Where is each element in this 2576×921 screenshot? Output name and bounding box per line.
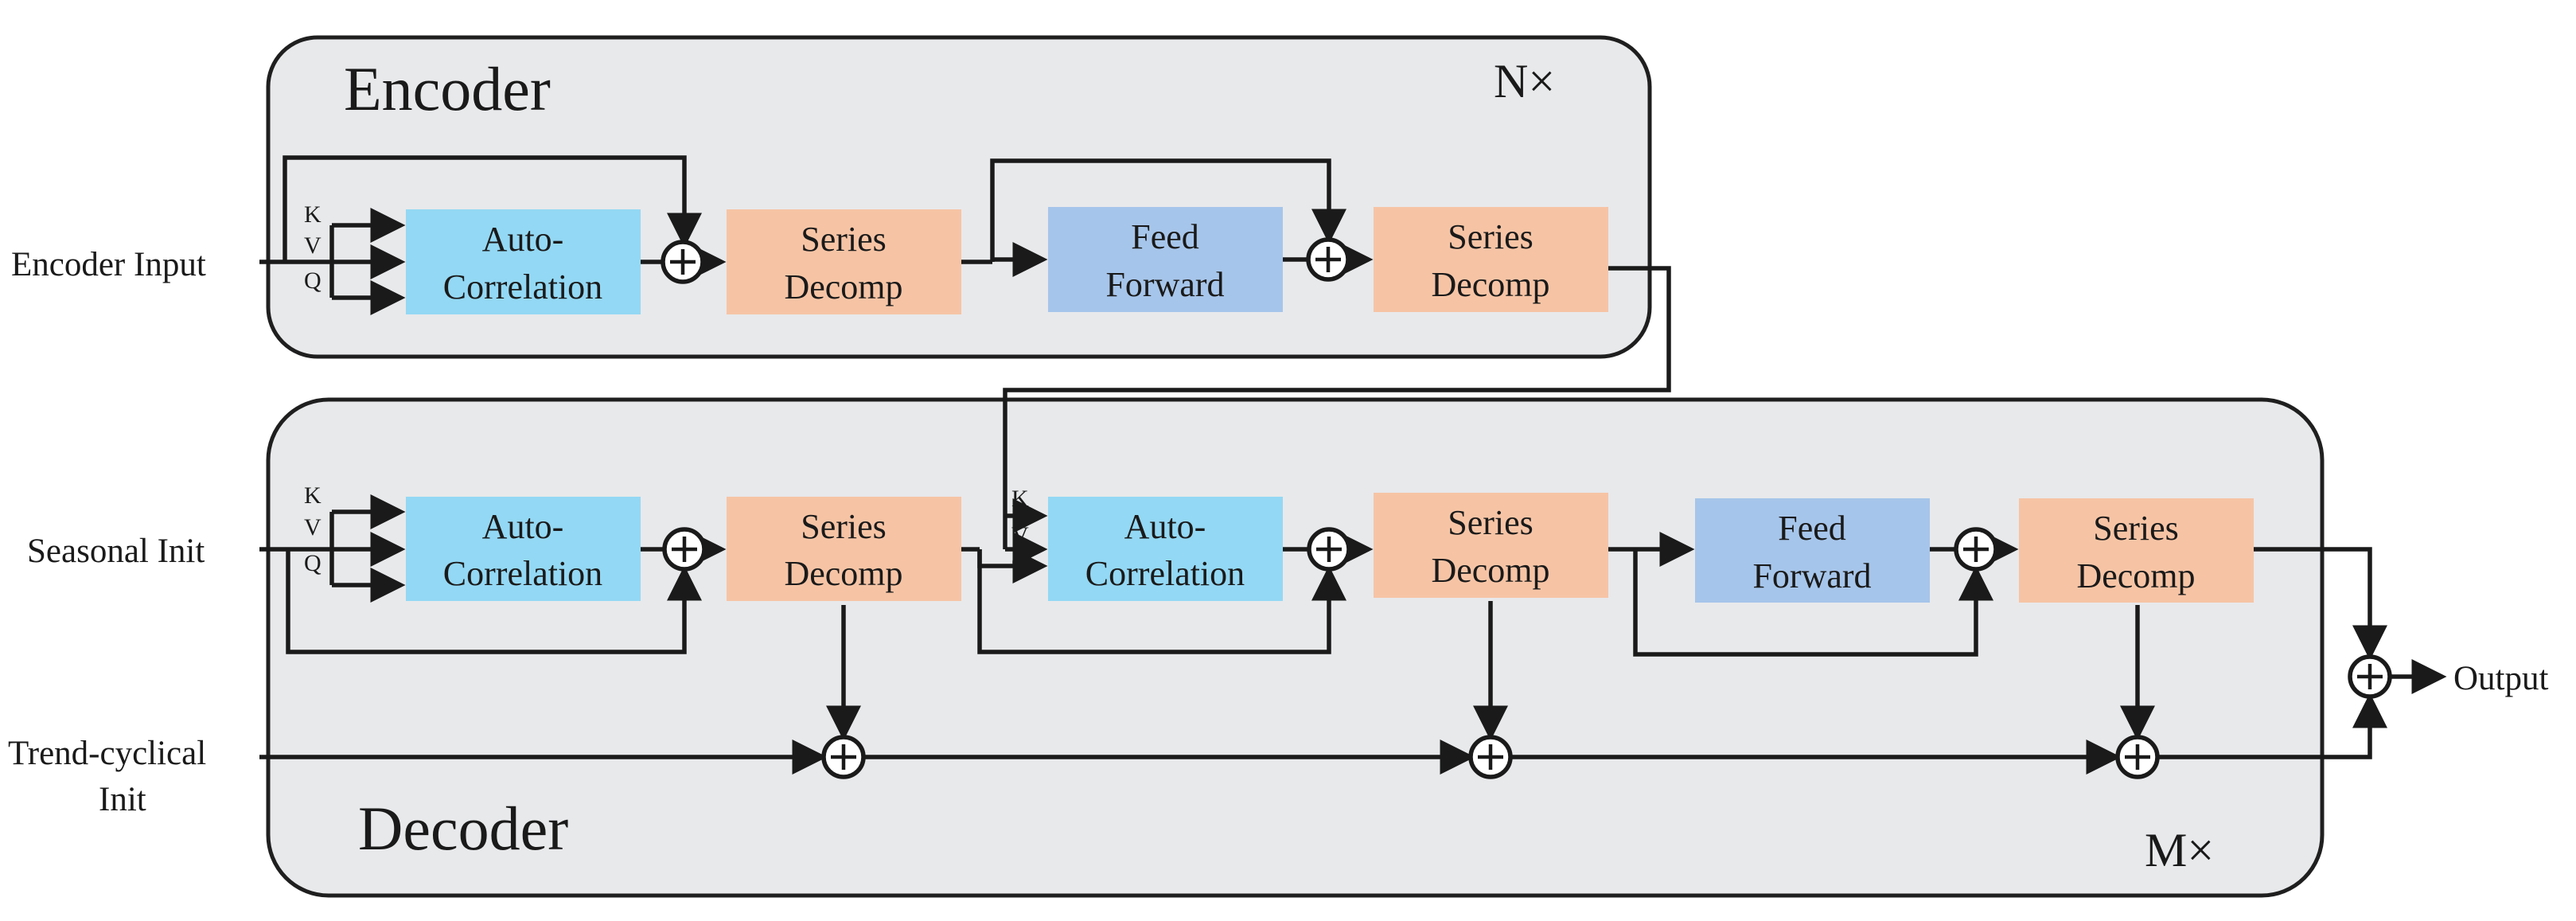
v-label: V [304, 232, 322, 259]
k-label: K [1011, 486, 1029, 512]
q-label: Q [304, 267, 322, 294]
decoder-series-decomp-block-1: Series Decomp [727, 497, 961, 601]
v-label: V [1011, 522, 1029, 548]
block-label: Auto- [482, 507, 564, 546]
decoder-cross-qkv-labels: K V Q [1011, 486, 1029, 576]
seasonal-init-label: Seasonal Init [27, 533, 205, 570]
block-label: Decomp [1431, 265, 1549, 304]
block-label: Series [1448, 503, 1534, 542]
encoder-repeat-label: N× [1494, 55, 1555, 107]
q-label: Q [304, 550, 322, 576]
q-label: Q [1011, 549, 1029, 576]
block-label: Correlation [443, 267, 602, 306]
block-label: Correlation [1085, 554, 1245, 593]
plus-node [662, 527, 707, 572]
output-label: Output [2453, 660, 2549, 697]
trend-init-label-line2: Init [99, 781, 146, 818]
v-label: V [304, 514, 322, 541]
encoder-qkv-labels: K V Q [304, 201, 322, 294]
block-label: Forward [1752, 556, 1871, 595]
plus-node [1468, 735, 1513, 779]
encoder-input-label: Encoder Input [11, 246, 206, 283]
block-label: Decomp [784, 267, 902, 306]
encoder-series-decomp-block-2: Series Decomp [1374, 207, 1608, 312]
plus-node [1954, 527, 1998, 572]
decoder-self-qkv-labels: K V Q [304, 482, 322, 576]
encoder-title: Encoder [344, 54, 551, 123]
plus-node [2115, 735, 2160, 779]
block-label: Decomp [2076, 556, 2195, 595]
block-label: Series [801, 220, 887, 259]
decoder-cross-auto-correlation-block: Auto- Correlation [1048, 497, 1283, 601]
block-label: Series [1448, 217, 1534, 256]
decoder-self-auto-correlation-block: Auto- Correlation [406, 497, 641, 601]
encoder-feed-forward-block: Feed Forward [1048, 207, 1283, 312]
decoder-panel [266, 397, 2325, 898]
plus-node [821, 735, 866, 779]
encoder-auto-correlation-block: Auto- Correlation [406, 209, 641, 314]
decoder-repeat-label: M× [2145, 824, 2214, 876]
k-label: K [304, 201, 322, 228]
block-label: Series [2093, 509, 2179, 548]
trend-init-label-line1: Trend-cyclical [8, 735, 206, 772]
block-label: Auto- [1124, 507, 1206, 546]
block-label: Correlation [443, 554, 602, 593]
output-plus-node [2348, 654, 2392, 699]
block-label: Feed [1778, 509, 1846, 548]
encoder-connections [259, 155, 1671, 549]
decoder-title: Decoder [358, 794, 568, 863]
plus-node [1306, 237, 1350, 282]
decoder-series-decomp-block-2: Series Decomp [1374, 493, 1608, 598]
plus-node [661, 240, 705, 284]
decoder-seasonal-connections [259, 494, 2447, 694]
block-label: Series [801, 507, 887, 546]
block-label: Feed [1131, 217, 1199, 256]
block-label: Forward [1105, 265, 1224, 304]
k-label: K [304, 482, 322, 509]
decoder-series-decomp-block-3: Series Decomp [2019, 498, 2254, 603]
decoder-trend-connections [259, 601, 2387, 775]
plus-node [1307, 527, 1351, 572]
block-label: Auto- [482, 220, 564, 259]
block-label: Decomp [784, 554, 902, 593]
encoder-series-decomp-block-1: Series Decomp [727, 209, 961, 314]
block-label: Decomp [1431, 551, 1549, 590]
decoder-feed-forward-block: Feed Forward [1695, 498, 1930, 603]
